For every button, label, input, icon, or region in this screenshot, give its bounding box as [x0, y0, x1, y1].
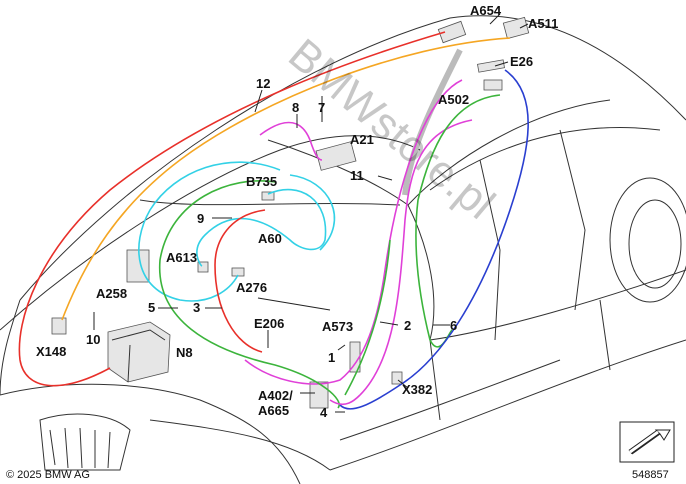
wire-red-roof [18, 31, 446, 387]
component-A21 [315, 141, 357, 171]
component-B735 [261, 191, 275, 201]
label-1: 1 [328, 350, 335, 365]
label-9: 9 [197, 211, 204, 226]
label-11: 11 [350, 168, 364, 183]
component-E26 [477, 59, 505, 73]
component-A276 [231, 267, 245, 277]
label-A258: A258 [96, 286, 127, 301]
wire-magenta-main [244, 79, 463, 385]
label-X148: X148 [36, 344, 66, 359]
label-3: 3 [193, 300, 200, 315]
component-A613 [197, 261, 209, 273]
diagram-number: 548857 [632, 469, 669, 481]
wire-harness [18, 31, 529, 410]
component-A511 [502, 16, 530, 40]
label-E206: E206 [254, 316, 284, 331]
label-12: 12 [256, 76, 270, 91]
label-E26: E26 [510, 54, 533, 69]
wire-cyan-b735 [196, 188, 327, 267]
label-7: 7 [318, 100, 325, 115]
label-2: 2 [404, 318, 411, 333]
label-A502: A502 [438, 92, 469, 107]
label-A511: A511 [528, 16, 558, 31]
label-8: 8 [292, 100, 299, 115]
label-4: 4 [320, 405, 328, 420]
component-N8 [107, 321, 171, 383]
label-N8: N8 [176, 345, 193, 360]
label-A654: A654 [470, 3, 502, 18]
component-A402 [309, 381, 329, 409]
label-A573: A573 [322, 319, 353, 334]
wire-blue-e26 [339, 69, 529, 410]
wire-orange-roof [61, 37, 511, 321]
label-B735: B735 [246, 174, 277, 189]
wire-cyan-loop [138, 161, 281, 302]
component-X148 [51, 317, 67, 335]
wire-cyan-inner [289, 174, 336, 251]
component-X382 [391, 371, 403, 385]
label-A613: A613 [166, 250, 197, 265]
copyright-text: © 2025 BMW AG [6, 469, 90, 481]
leader-lines [93, 13, 529, 413]
wire-magenta-a502 [359, 119, 473, 396]
label-A60: A60 [258, 231, 282, 246]
view-arrow-icon [619, 421, 675, 463]
label-A276: A276 [236, 280, 267, 295]
wire-green-main [415, 94, 501, 348]
label-A402: A402/ [258, 388, 293, 403]
wire-red-a60 [214, 209, 266, 353]
callout-labels: A654 A511 E26 A502 12 8 7 A21 11 B735 9 … [36, 3, 558, 420]
label-6: 6 [450, 318, 457, 333]
wire-green-side [344, 239, 391, 396]
wire-magenta-a21 [259, 121, 323, 161]
component-A654 [437, 20, 467, 44]
label-10: 10 [86, 332, 100, 347]
label-5: 5 [148, 300, 155, 315]
wire-magenta-lower [329, 394, 361, 405]
wire-green-front [159, 180, 340, 409]
label-A21: A21 [350, 132, 374, 147]
component-A502 [483, 79, 503, 91]
label-A665: A665 [258, 403, 289, 418]
label-X382: X382 [402, 382, 432, 397]
